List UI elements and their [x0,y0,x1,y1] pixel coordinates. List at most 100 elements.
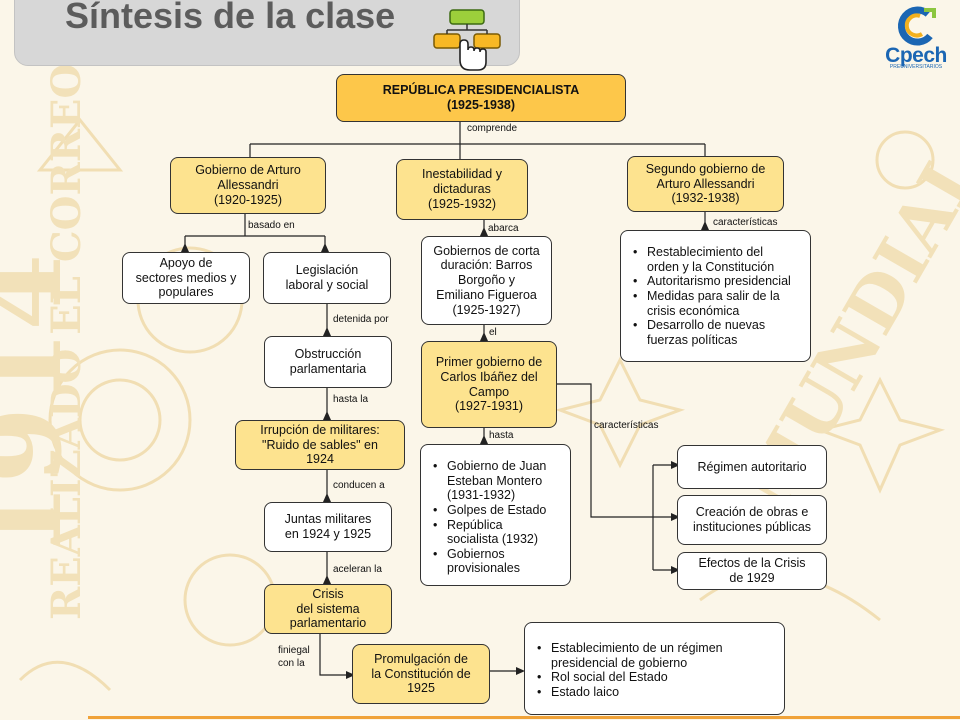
node-irrupcion-militares: Irrupción de militares: "Ruido de sables… [235,420,405,470]
connector-alessandri-children [184,214,326,252]
node-regimen-autoritario: Régimen autoritario [677,445,827,489]
node-text-line: Arturo Allessandri [656,176,755,191]
node-text-line: (1927-1931) [454,399,524,414]
node-text-line: Gobiernos de corta [433,243,540,258]
edge-label-finiegal: finiegal [278,645,310,656]
node-text-line: Efectos de la Crisis [698,556,806,571]
arrowhead [671,566,680,574]
connector-left-chain [319,304,352,676]
node-creacion-obras: Creación de obras e instituciones públic… [677,495,827,545]
node-text-line: Obstrucción [294,347,362,362]
node-text-line: (1925-1927) [452,302,521,317]
list-constitucion-caracteristicas: Establecimiento de un régimenpresidencia… [524,622,785,715]
node-text-line: 1925 [407,681,435,696]
arrowhead [323,575,331,584]
arrowhead [671,461,680,469]
edge-label-el: el [489,327,497,338]
node-text-line: de 1929 [729,571,775,585]
list-line: fuerzas políticas [647,332,738,347]
list-line: presidencial de gobierno [551,655,688,670]
page-title: Síntesis de la clase [65,0,396,36]
list-line: Restablecimiento del [647,245,764,259]
node-text-line: del sistema [296,601,360,616]
list-item: Rol social del Estado [537,670,776,685]
list-item: Autoritarismo presidencial [633,274,802,289]
svg-text:REALIZADO EL CORREO: REALIZADO EL CORREO [43,64,90,620]
list-line: Medidas para salir de la [647,288,780,303]
node-text-line: "Ruido de sables" en [262,437,378,452]
node-juntas-militares: Juntas militares en 1924 y 1925 [264,502,392,552]
logo-wordmark: Cpech [885,44,947,67]
svg-text:1914: 1914 [0,254,86,560]
arrowhead [323,327,331,336]
edge-label-hasta-la: hasta la [333,394,369,405]
node-crisis-sistema-parlamentario: Crisis del sistema parlamentario [264,584,392,634]
footer-accent-line [88,716,960,719]
node-efectos-crisis-1929: Efectos de la Crisis de 1929 [677,552,827,590]
list-line: orden y la Constitución [647,259,775,274]
node-text-line: (1932-1938) [671,191,740,206]
list-line: Gobiernos [447,546,505,561]
list-line: (1931-1932) [447,488,516,503]
node-text-line: Apoyo de [159,255,213,270]
list-line: Autoritarismo presidencial [647,274,791,289]
node-text-line: parlamentario [289,616,367,631]
cpech-logo-emblem-icon [897,6,936,46]
edge-label-con-la: con la [278,658,305,669]
connector-ibanez-characteristics [557,383,677,571]
node-primer-gobierno-ibanez: Primer gobierno de Carlos Ibáñez del Cam… [421,341,557,428]
node-gobiernos-corta-duracion: Gobiernos de corta duración: Barros Borg… [421,236,552,325]
edge-label-basado-en: basado en [248,220,295,231]
node-text-line: Creación de obras e [695,505,809,520]
edge-label-hasta: hasta [489,430,514,441]
arrowhead [480,332,488,341]
list-line: socialista (1932) [447,532,539,547]
node-text-line: Primer gobierno de [435,355,543,369]
node-promulgacion-constitucion: Promulgación de la Constitución de 1925 [352,644,490,704]
node-obstruccion-parlamentaria: Obstrucción parlamentaria [264,336,392,388]
bullet-list: Establecimiento de un régimenpresidencia… [535,641,776,700]
node-text-line: (1925-1932) [427,196,497,211]
list-item: Establecimiento de un régimenpresidencia… [537,641,776,670]
node-text-line: Gobierno de Arturo [195,163,301,178]
node-text-line: laboral y social [285,278,369,292]
edge-label-caracteristicas-ibanez: características [594,420,659,431]
node-text-line: instituciones públicas [692,520,812,534]
list-line: crisis económica [647,303,740,318]
arrowhead [323,493,331,502]
node-text-line: (1925-1938) [446,98,516,112]
list-line: Gobierno de Juan [447,459,547,473]
list-line: provisionales [447,561,520,576]
node-inestabilidad-dictaduras: Inestabilidad y dictaduras (1925-1932) [396,159,528,220]
list-line: República [447,517,503,532]
arrowhead [701,221,709,230]
edge-label-abarca: abarca [488,223,519,234]
title-banner: Síntesis de la clase [14,0,520,66]
node-text-line: Crisis [312,586,344,601]
node-apoyo-sectores: Apoyo de sectores medios y populares [122,252,250,304]
node-text-line: Emiliano Figueroa [436,287,537,302]
node-text-line: Irrupción de militares: [260,422,380,437]
node-text-line: Allessandri [217,178,279,193]
node-republica-presidencialista: REPÚBLICA PRESIDENCIALISTA (1925-1938) [336,74,626,122]
list-line: Establecimiento de un régimen [551,641,723,655]
node-text-line: populares [158,285,214,300]
edge-label-detenida-por: detenida por [333,314,389,325]
node-text-line: en 1924 y 1925 [284,527,372,541]
list-line: Esteban Montero [447,473,543,488]
flowchart-hand-cursor-icon [433,9,501,71]
arrowhead [181,243,189,252]
edge-label-aceleran-la: aceleran la [333,564,382,575]
connector-root-branches [249,122,706,159]
node-segundo-gobierno-alessandri: Segundo gobierno de Arturo Allessandri (… [627,156,784,212]
